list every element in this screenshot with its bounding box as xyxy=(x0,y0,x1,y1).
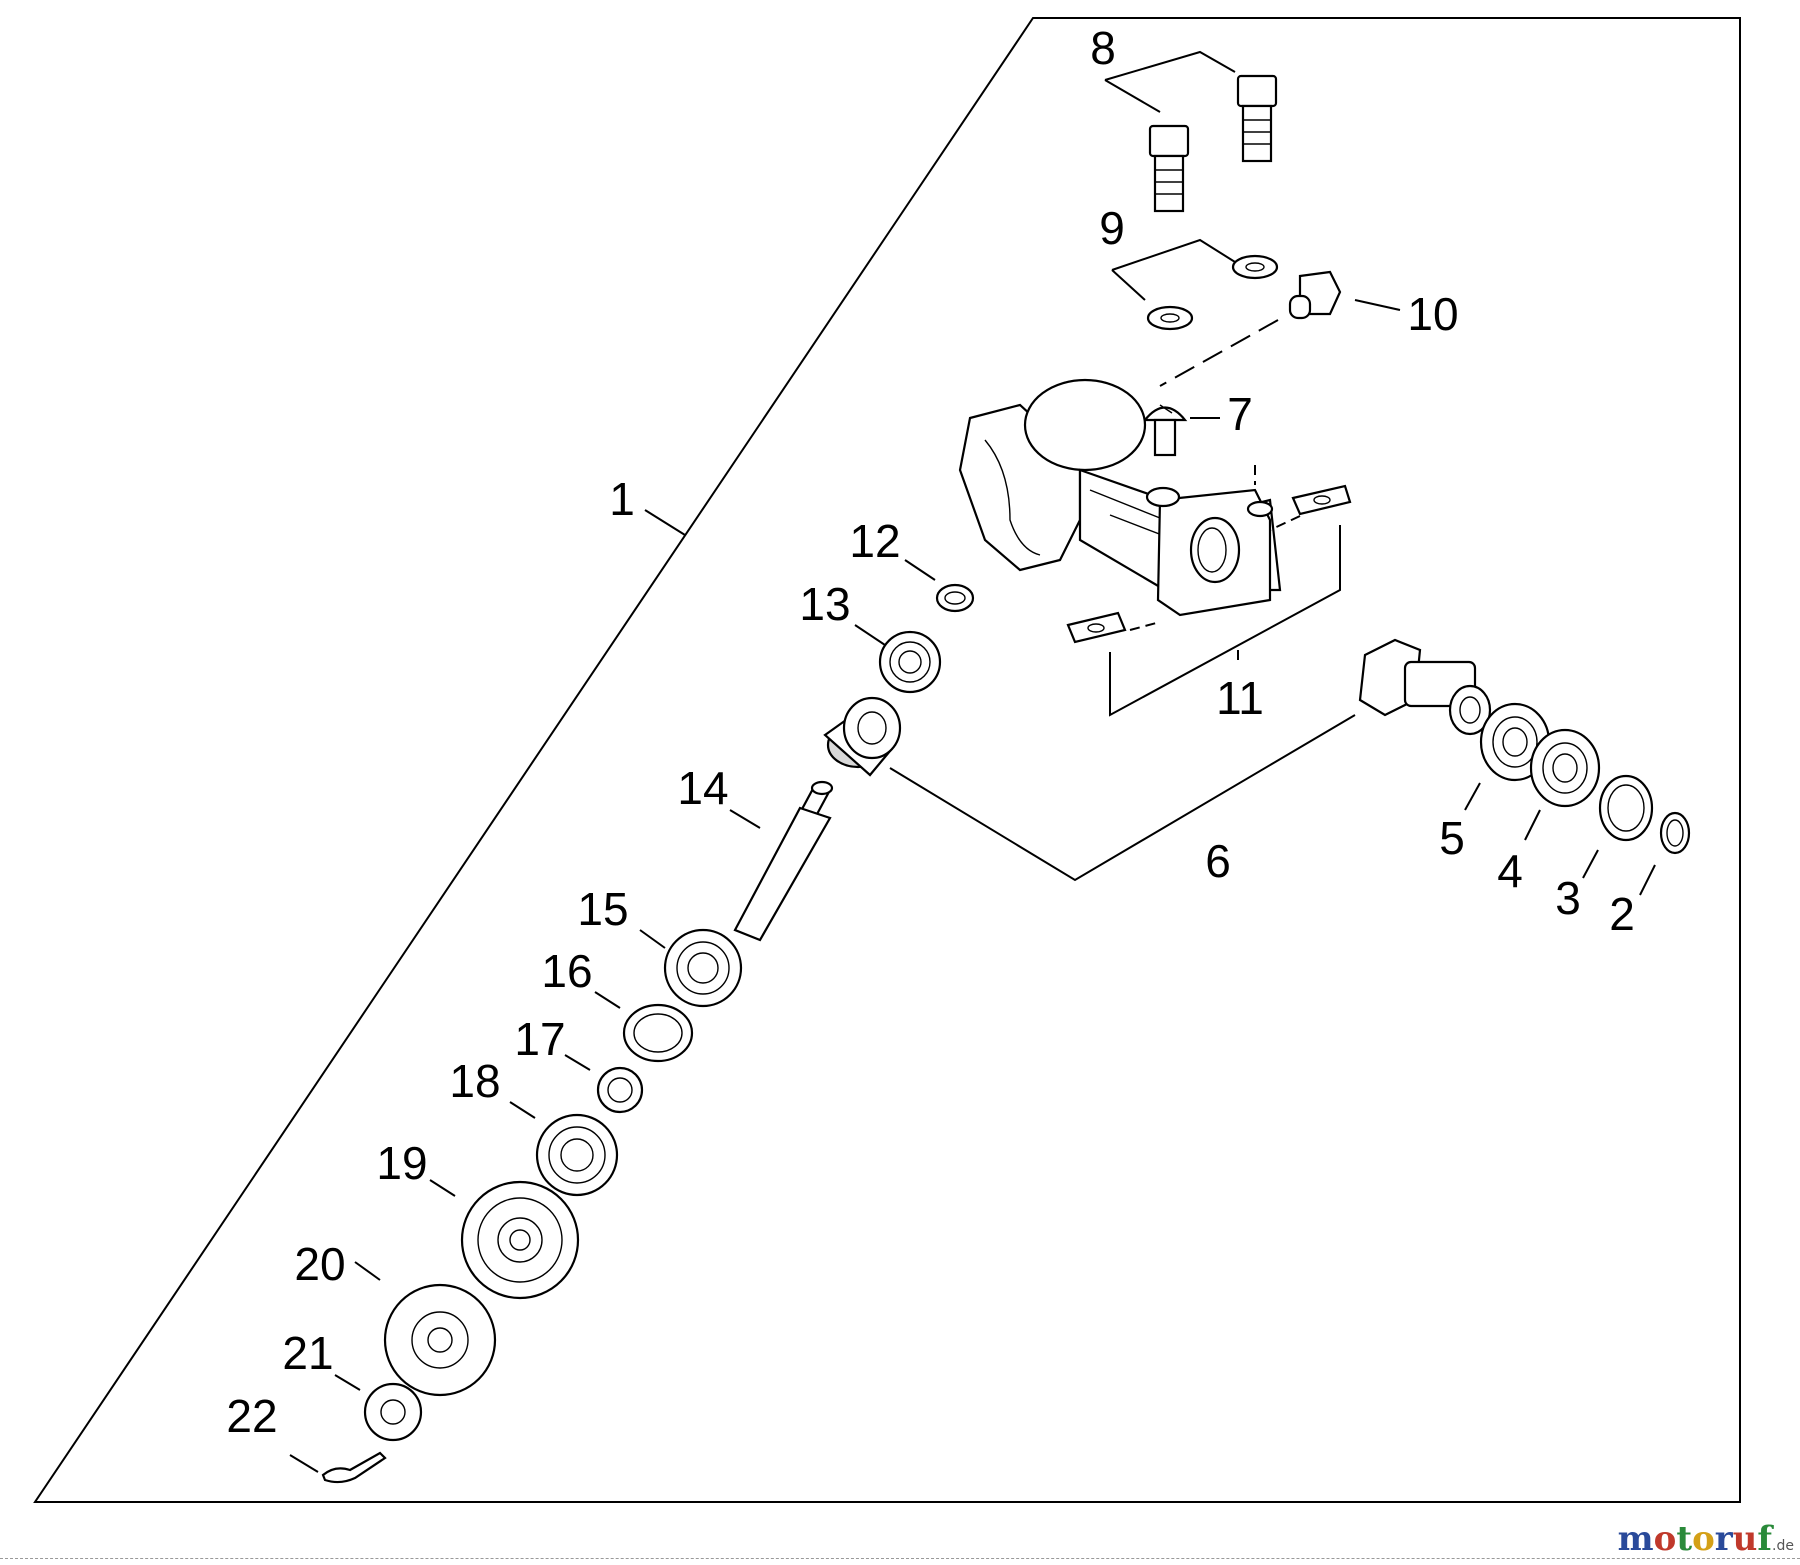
shaft-part-14 xyxy=(729,780,834,942)
part-label-9: 9 xyxy=(1099,202,1125,254)
part-label-2: 2 xyxy=(1609,888,1635,940)
part-label-8: 8 xyxy=(1090,22,1116,74)
bearing-part-15 xyxy=(639,928,743,1008)
snap-ring-part-12 xyxy=(904,559,975,613)
watermark-letter: f xyxy=(1757,1519,1773,1559)
part-label-19: 19 xyxy=(376,1137,427,1189)
watermark-letter: o xyxy=(1692,1519,1715,1559)
bearing-part-13 xyxy=(854,624,942,694)
part-label-5: 5 xyxy=(1439,812,1465,864)
part-label-1: 1 xyxy=(609,473,635,525)
bolt-part-8 xyxy=(1104,50,1278,213)
part-label-10: 10 xyxy=(1407,288,1458,340)
part-label-6: 6 xyxy=(1205,835,1231,887)
part-label-14: 14 xyxy=(677,762,728,814)
part-label-12: 12 xyxy=(849,515,900,567)
part-label-3: 3 xyxy=(1555,872,1581,924)
watermark-letter: t xyxy=(1676,1519,1693,1559)
bottom-rule xyxy=(0,1558,1800,1559)
part-label-20: 20 xyxy=(294,1238,345,1290)
watermark-letter: r xyxy=(1714,1519,1733,1559)
bevel-gear-set-part-6 xyxy=(823,638,1492,882)
watermark-suffix: .de xyxy=(1772,1538,1794,1554)
snap-ring-part-2 xyxy=(1639,811,1691,896)
plug-part-10 xyxy=(1159,270,1401,387)
snap-ring-part-16 xyxy=(594,991,694,1063)
gear-case-part-11 xyxy=(958,378,1352,717)
watermark-logo: motoruf.de xyxy=(1618,1519,1794,1559)
part-label-13: 13 xyxy=(799,578,850,630)
part-label-21: 21 xyxy=(282,1327,333,1379)
part-label-11: 11 xyxy=(1216,672,1264,724)
snap-ring-part-3 xyxy=(1582,774,1654,879)
part-label-16: 16 xyxy=(541,945,592,997)
collar-part-17 xyxy=(564,1054,644,1114)
holder-plate-part-19 xyxy=(429,1179,580,1300)
part-label-22: 22 xyxy=(226,1390,277,1442)
part-label-7: 7 xyxy=(1227,388,1253,440)
fixture-plate-part-20 xyxy=(354,1261,497,1397)
nut-part-21 xyxy=(334,1374,423,1442)
watermark-text: motoruf xyxy=(1618,1519,1772,1559)
leader-part-1 xyxy=(644,509,686,536)
part-label-18: 18 xyxy=(449,1055,500,1107)
watermark-letter: m xyxy=(1617,1519,1654,1559)
part-label-15: 15 xyxy=(577,883,628,935)
seal-part-18 xyxy=(509,1101,619,1197)
part-label-4: 4 xyxy=(1497,845,1523,897)
bearing-part-4 xyxy=(1524,728,1601,841)
cotter-pin-part-22 xyxy=(289,1451,387,1484)
screw-part-7 xyxy=(1142,404,1220,457)
part-label-17: 17 xyxy=(514,1013,565,1065)
watermark-letter: u xyxy=(1732,1519,1758,1559)
washer-part-9 xyxy=(1111,238,1279,331)
assembly-boundary xyxy=(33,17,1741,1503)
watermark-letter: o xyxy=(1653,1519,1677,1559)
